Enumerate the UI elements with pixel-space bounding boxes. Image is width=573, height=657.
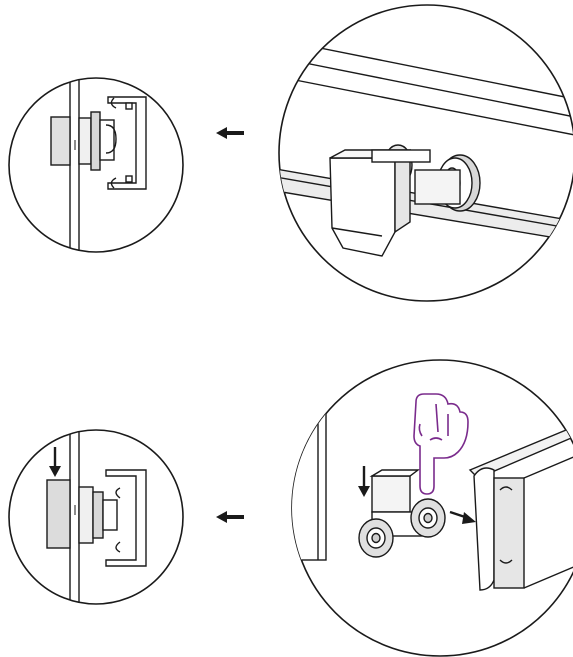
roller-axle bbox=[99, 119, 115, 161]
roller-wheel-left bbox=[358, 518, 394, 558]
roller-wheel bbox=[90, 111, 101, 171]
roller-housing bbox=[50, 116, 71, 166]
track-profile bbox=[107, 96, 147, 190]
track-lip bbox=[110, 97, 117, 189]
detail-circle-bottom-left bbox=[8, 429, 184, 605]
roller-housing bbox=[46, 479, 71, 549]
roller-body bbox=[78, 117, 92, 165]
arrow-left-icon bbox=[216, 511, 244, 523]
track-profile bbox=[105, 469, 147, 567]
frame-rail-top bbox=[289, 41, 573, 101]
arrow-down-icon bbox=[49, 447, 61, 477]
pointing-hand-icon bbox=[413, 393, 469, 495]
detail-circle-top-left bbox=[8, 77, 184, 253]
detail-circle-top-right bbox=[278, 4, 573, 302]
roller-curve bbox=[105, 124, 117, 154]
axle-block bbox=[414, 169, 461, 205]
arrow-right-icon bbox=[449, 510, 476, 524]
step-1-group bbox=[8, 4, 573, 302]
roller-wheel-right bbox=[410, 498, 446, 538]
roller-housing bbox=[371, 475, 411, 513]
detail-circle-bottom-right bbox=[291, 359, 573, 657]
glass-panel bbox=[292, 379, 327, 561]
arrow-left-icon bbox=[216, 127, 244, 139]
step-2-group bbox=[8, 359, 573, 657]
stopper-clip bbox=[329, 157, 396, 257]
roller-body bbox=[78, 486, 94, 544]
arrow-down-icon bbox=[358, 466, 370, 497]
